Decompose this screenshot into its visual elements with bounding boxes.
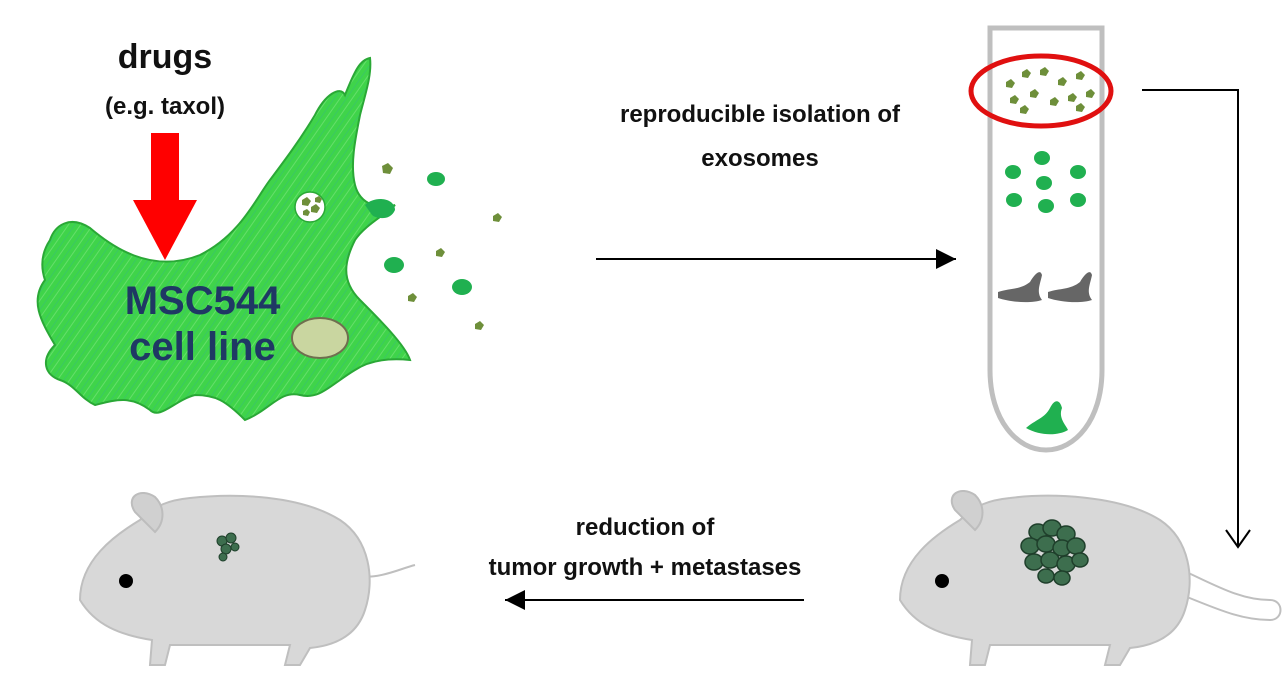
nucleus-icon	[291, 317, 349, 359]
cell-line-label: MSC544 cell line	[95, 278, 310, 370]
large-tumor-icon	[1020, 519, 1089, 586]
drugs-label: drugs	[117, 38, 213, 76]
cell-line-suffix: cell line	[129, 325, 276, 369]
tube-pellet	[1026, 401, 1068, 435]
tube-vesicle-layer	[1005, 151, 1086, 213]
reduction-line-2: tumor growth + metastases	[488, 554, 802, 581]
mouse-icon-untreated	[898, 490, 1282, 666]
isolation-line-2: exosomes	[701, 145, 819, 172]
budding-vesicle-icon	[365, 198, 395, 219]
small-tumor-icon	[216, 532, 240, 562]
msc544-cell	[36, 56, 412, 422]
reduction-line-1: reduction of	[575, 514, 715, 541]
drug-example-label: (e.g. taxol)	[104, 93, 225, 120]
cell-line-name: MSC544	[124, 279, 281, 323]
reduction-label: reduction of tumor growth + metastases	[420, 508, 870, 588]
highlight-ring-icon	[968, 53, 1114, 129]
isolation-line-1: reproducible isolation of	[619, 101, 901, 128]
tube-exosome-layer	[1006, 67, 1095, 114]
tube-cell-debris	[998, 272, 1042, 303]
centrifuge-tube-icon	[987, 25, 1105, 453]
mouse-icon-treated	[78, 492, 416, 666]
isolation-label: reproducible isolation of exosomes	[560, 93, 960, 181]
multivesicular-body-icon	[294, 191, 326, 223]
arrow-to-mouse	[1142, 89, 1239, 545]
red-down-arrow-icon	[133, 133, 197, 260]
released-vesicles	[382, 163, 502, 330]
